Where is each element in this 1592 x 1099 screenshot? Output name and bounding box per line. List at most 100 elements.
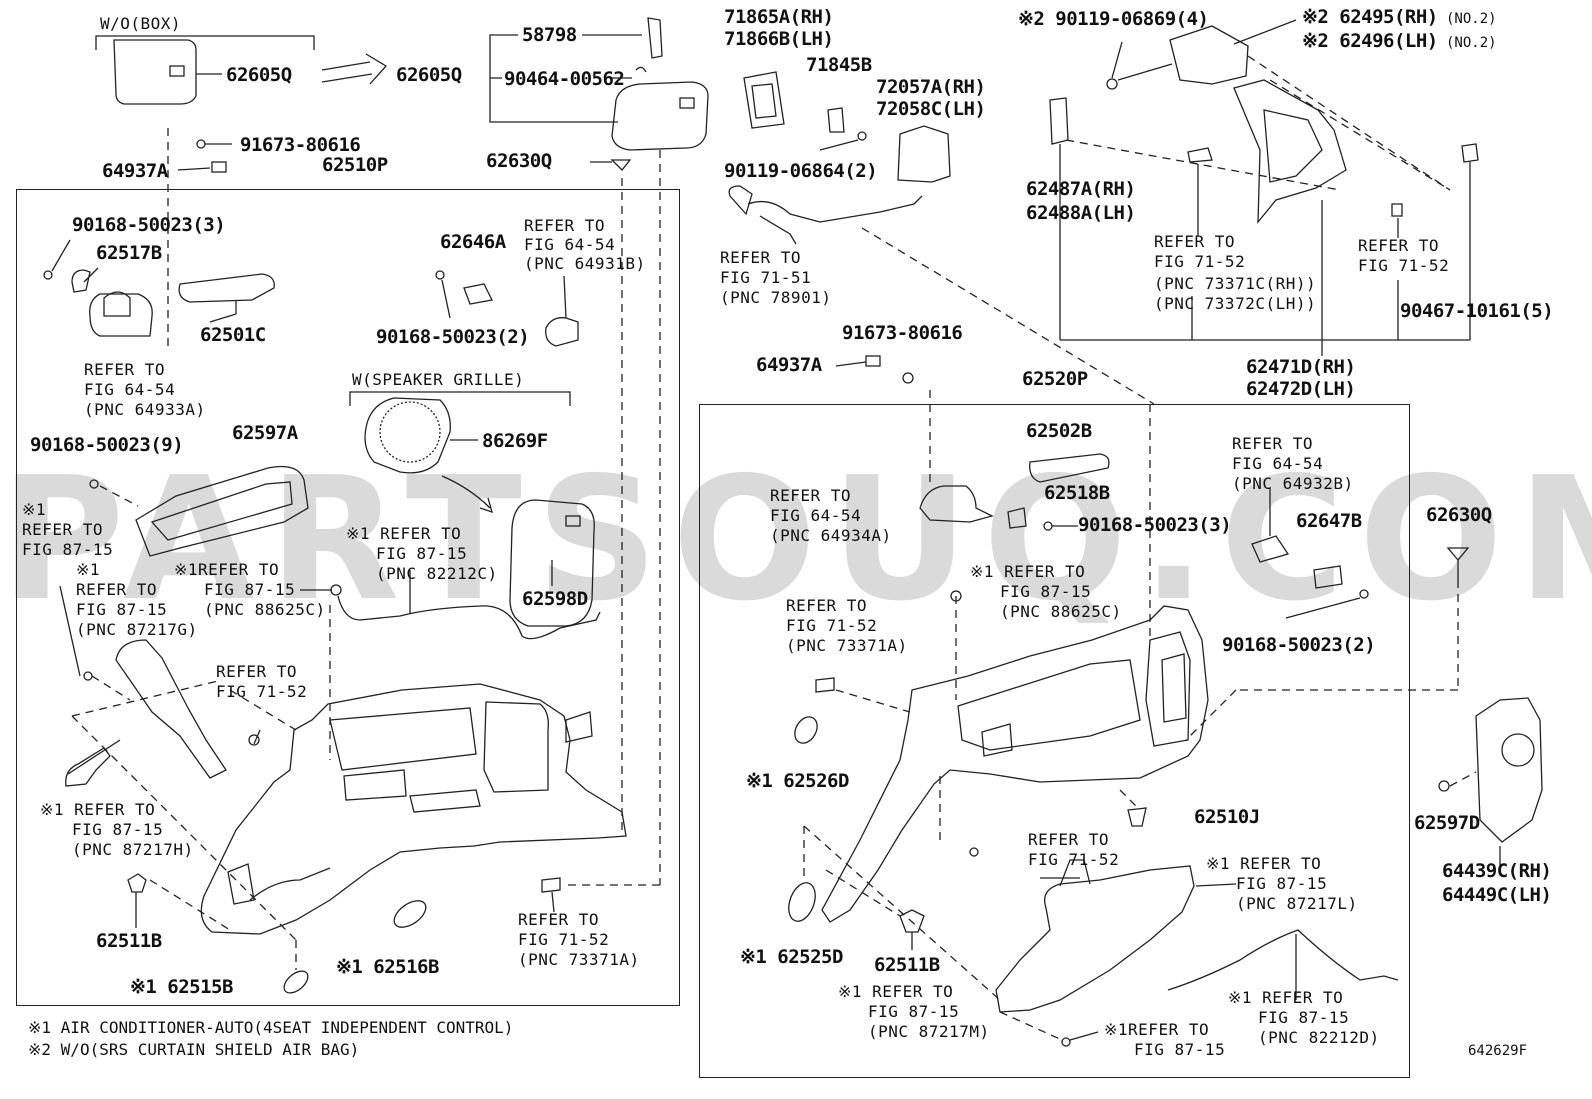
part-label-62511B-b[interactable]: 62511B	[874, 954, 940, 976]
ref-87-15-b-line1[interactable]: ※1REFER TO	[1104, 1020, 1210, 1039]
part-label-62495[interactable]: ※2 62495(RH)	[1302, 6, 1438, 28]
ref-73371C-line2[interactable]: FIG 71-52	[1154, 252, 1246, 271]
ref-87217H-line3[interactable]: (PNC 87217H)	[72, 840, 194, 859]
ref-87217L-line3[interactable]: (PNC 87217L)	[1236, 894, 1358, 913]
part-label-90119-06869-4[interactable]: ※2 90119-06869(4)	[1018, 8, 1209, 30]
part-label-71866B[interactable]: 71866B(LH)	[724, 28, 834, 50]
ref-87-15-a-line1[interactable]: REFER TO	[22, 520, 104, 539]
ref-87217M-line3[interactable]: (PNC 87217M)	[868, 1022, 990, 1041]
ref-87217G-line1[interactable]: REFER TO	[76, 580, 158, 599]
ref-88625C-line3[interactable]: (PNC 88625C)	[204, 600, 326, 619]
part-label-71845B[interactable]: 71845B	[806, 54, 872, 76]
ref-78901-line1[interactable]: REFER TO	[720, 248, 802, 267]
ref-87-15-a-line2[interactable]: FIG 87-15	[22, 540, 114, 559]
ref-71-52-c-line1[interactable]: REFER TO	[1028, 830, 1110, 849]
ref-88625C-b-line1[interactable]: ※1 REFER TO	[970, 562, 1086, 581]
ref-71-52-a-line2[interactable]: FIG 71-52	[216, 682, 308, 701]
part-label-62647B[interactable]: 62647B	[1296, 510, 1362, 532]
ref-64931B-line3[interactable]: (PNC 64931B)	[524, 254, 646, 273]
ref-87217H-line1[interactable]: ※1 REFER TO	[40, 800, 156, 819]
ref-87217H-line2[interactable]: FIG 87-15	[72, 820, 164, 839]
part-label-62598D[interactable]: 62598D	[522, 588, 588, 610]
part-label-62646A[interactable]: 62646A	[440, 231, 506, 253]
part-label-62471D[interactable]: 62471D(RH)	[1246, 356, 1356, 378]
ref-64933A-line3[interactable]: (PNC 64933A)	[84, 400, 206, 419]
part-label-90168-50023-3a[interactable]: 90168-50023(3)	[72, 214, 226, 236]
part-label-91673-80616-b[interactable]: 91673-80616	[842, 322, 963, 344]
ref-78901-line2[interactable]: FIG 71-51	[720, 268, 812, 287]
part-label-62605Q-b[interactable]: 62605Q	[396, 64, 462, 86]
part-label-90119-06864-2[interactable]: 90119-06864(2)	[724, 160, 878, 182]
ref-73371A-a-line3[interactable]: (PNC 73371A)	[518, 950, 640, 969]
ref-88625C-b-line2[interactable]: FIG 87-15	[1000, 582, 1092, 601]
ref-73371C-line3[interactable]: (PNC 73371C(RH))	[1154, 274, 1317, 293]
ref-64932B-line2[interactable]: FIG 64-54	[1232, 454, 1324, 473]
ref-73371A-b-line1[interactable]: REFER TO	[786, 596, 868, 615]
ref-87217L-line1[interactable]: ※1 REFER TO	[1206, 854, 1322, 873]
ref-82212D-line3[interactable]: (PNC 82212D)	[1258, 1028, 1380, 1047]
ref-64934A-line1[interactable]: REFER TO	[770, 486, 852, 505]
part-label-86269F[interactable]: 86269F	[482, 430, 548, 452]
ref-73371C-line4[interactable]: (PNC 73372C(LH))	[1154, 294, 1317, 313]
part-label-58798[interactable]: 58798	[522, 24, 577, 46]
part-label-64937A-b[interactable]: 64937A	[756, 354, 822, 376]
part-label-90168-50023-2b[interactable]: 90168-50023(2)	[1222, 634, 1376, 656]
part-label-62496[interactable]: ※2 62496(LH)	[1302, 30, 1438, 52]
part-label-62630Q-b[interactable]: 62630Q	[1426, 504, 1492, 526]
ref-82212C-line3[interactable]: (PNC 82212C)	[376, 564, 498, 583]
ref-64934A-line3[interactable]: (PNC 64934A)	[770, 526, 892, 545]
ref-87-15-b-line2[interactable]: FIG 87-15	[1134, 1040, 1226, 1059]
part-label-62472D[interactable]: 62472D(LH)	[1246, 378, 1356, 400]
ref-73371C-line1[interactable]: REFER TO	[1154, 232, 1236, 251]
ref-78901-line3[interactable]: (PNC 78901)	[720, 288, 832, 307]
part-label-62520P[interactable]: 62520P	[1022, 368, 1088, 390]
ref-71-52-b-line2[interactable]: FIG 71-52	[1358, 256, 1450, 275]
part-label-90168-50023-9[interactable]: 90168-50023(9)	[30, 434, 184, 456]
ref-87217M-line2[interactable]: FIG 87-15	[868, 1002, 960, 1021]
ref-73371A-a-line1[interactable]: REFER TO	[518, 910, 600, 929]
ref-71-52-b-line1[interactable]: REFER TO	[1358, 236, 1440, 255]
part-label-62487A[interactable]: 62487A(RH)	[1026, 178, 1136, 200]
part-label-72058C[interactable]: 72058C(LH)	[876, 98, 986, 120]
part-label-62518B[interactable]: 62518B	[1044, 482, 1110, 504]
ref-73371A-b-line3[interactable]: (PNC 73371A)	[786, 636, 908, 655]
ref-87217G-line3[interactable]: (PNC 87217G)	[76, 620, 198, 639]
part-label-62526D[interactable]: ※1 62526D	[746, 770, 849, 792]
part-label-64937A-a[interactable]: 64937A	[102, 160, 168, 182]
part-label-64439C[interactable]: 64439C(RH)	[1442, 860, 1552, 882]
part-label-62511B-a[interactable]: 62511B	[96, 930, 162, 952]
ref-71-52-a-line1[interactable]: REFER TO	[216, 662, 298, 681]
part-label-62510J[interactable]: 62510J	[1194, 806, 1260, 828]
part-label-71865A[interactable]: 71865A(RH)	[724, 6, 834, 28]
part-label-90467-10161-5[interactable]: 90467-10161(5)	[1400, 300, 1554, 322]
part-label-62488A[interactable]: 62488A(LH)	[1026, 202, 1136, 224]
ref-82212D-line1[interactable]: ※1 REFER TO	[1228, 988, 1344, 1007]
ref-87217L-line2[interactable]: FIG 87-15	[1236, 874, 1328, 893]
part-label-62502B[interactable]: 62502B	[1026, 420, 1092, 442]
ref-87217M-line1[interactable]: ※1 REFER TO	[838, 982, 954, 1001]
ref-64931B-line2[interactable]: FIG 64-54	[524, 235, 616, 254]
part-label-62630Q-a[interactable]: 62630Q	[486, 150, 552, 172]
part-label-62501C[interactable]: 62501C	[200, 324, 266, 346]
part-label-62510P[interactable]: 62510P	[322, 154, 388, 176]
ref-64932B-line1[interactable]: REFER TO	[1232, 434, 1314, 453]
part-label-72057A[interactable]: 72057A(RH)	[876, 76, 986, 98]
ref-71-52-c-line2[interactable]: FIG 71-52	[1028, 850, 1120, 869]
part-label-62597D[interactable]: 62597D	[1414, 812, 1480, 834]
part-label-62597A[interactable]: 62597A	[232, 422, 298, 444]
ref-64933A-line1[interactable]: REFER TO	[84, 360, 166, 379]
part-label-62517B[interactable]: 62517B	[96, 242, 162, 264]
part-label-90464-00562[interactable]: 90464-00562	[504, 68, 625, 90]
part-label-62516B[interactable]: ※1 62516B	[336, 956, 439, 978]
ref-82212D-line2[interactable]: FIG 87-15	[1258, 1008, 1350, 1027]
part-label-62525D[interactable]: ※1 62525D	[740, 946, 843, 968]
ref-64931B-line1[interactable]: REFER TO	[524, 216, 606, 235]
ref-73371A-a-line2[interactable]: FIG 71-52	[518, 930, 610, 949]
ref-88625C-b-line3[interactable]: (PNC 88625C)	[1000, 602, 1122, 621]
ref-64932B-line3[interactable]: (PNC 64932B)	[1232, 474, 1354, 493]
ref-88625C-line1[interactable]: ※1REFER TO	[174, 560, 280, 579]
ref-88625C-line2[interactable]: FIG 87-15	[204, 580, 296, 599]
ref-64934A-line2[interactable]: FIG 64-54	[770, 506, 862, 525]
part-label-64449C[interactable]: 64449C(LH)	[1442, 884, 1552, 906]
ref-64933A-line2[interactable]: FIG 64-54	[84, 380, 176, 399]
